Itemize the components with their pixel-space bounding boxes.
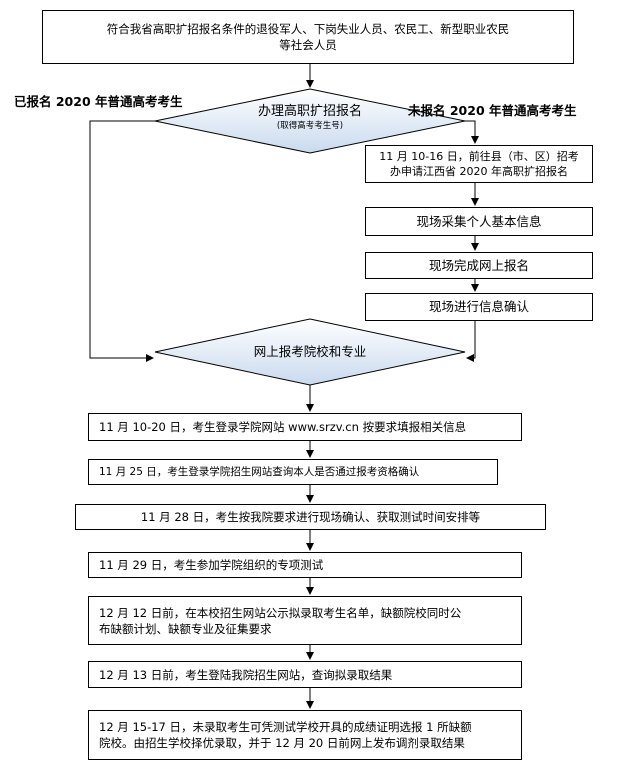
branch-label-unregistered: 未报名 2020 年普通高考考生 [408,103,577,118]
decision-register-title: 办理高职扩招报名 [257,104,362,119]
step-query-result: 12 月 13 日前，考生登陆我院招生网站，查询拟录取结果 [88,661,522,688]
branch-label-registered: 已报名 2020 年普通高考考生 [14,94,183,109]
step-collect-info: 现场采集个人基本信息 [365,207,593,236]
eligibility-line-2: 等社会人员 [279,38,337,52]
step-county-line-1: 11 月 10-16 日，前往县（市、区）招考 [379,150,579,163]
step-publish-line-2: 布缺额计划、缺额专业及征集要求 [99,621,272,636]
decision-register-subtitle: (取得高考考生号) [276,121,344,131]
step-publish-list: 12 月 12 日前，在本校招生网站公示拟录取考生名单，缺额院校同时公 布缺额计… [88,596,522,645]
step-county-application: 11 月 10-16 日，前往县（市、区）招考 办申请江西省 2020 年高职扩… [365,145,593,183]
step-check-eligibility: 11 月 25 日，考生登录学院招生网站查询本人是否通过报考资格确认 [88,459,498,485]
step-adjustment-line-1: 12 月 15-17 日，未录取考生可凭测试学校开具的成绩证明选报 1 所缺额 [99,720,472,734]
step-fill-info: 11 月 10-20 日，考生登录学院网站 www.srzv.cn 按要求填报相… [88,413,522,441]
decision-register-text: 办理高职扩招报名 (取得高考考生号) [200,103,420,132]
step-publish-line-1: 12 月 12 日前，在本校招生网站公示拟录取考生名单，缺额院校同时公 [99,605,462,620]
step-online-registration: 现场完成网上报名 [365,252,593,279]
step-onsite-confirm: 11 月 28 日，考生按我院要求进行现场确认、获取测试时间安排等 [75,504,546,530]
step-county-line-2: 办申请江西省 2020 年高职扩招报名 [390,165,568,178]
decision-diamond-register [154,88,466,154]
decision-apply-title: 网上报考院校和专业 [253,344,367,359]
step-info-confirm: 现场进行信息确认 [365,293,593,321]
step-adjustment-admission: 12 月 15-17 日，未录取考生可凭测试学校开具的成绩证明选报 1 所缺额 … [88,710,522,760]
eligibility-line-1: 符合我省高职扩招报名条件的退役军人、下岗失业人员、农民工、新型职业农民 [106,22,510,36]
step-adjustment-line-2: 院校。由招生学校择优录取，并于 12 月 20 日前网上发布调剂录取结果 [99,736,465,750]
step-special-test: 11 月 29 日，考生参加学院组织的专项测试 [88,552,522,578]
eligibility-box: 符合我省高职扩招报名条件的退役军人、下岗失业人员、农民工、新型职业农民 等社会人… [42,10,574,64]
